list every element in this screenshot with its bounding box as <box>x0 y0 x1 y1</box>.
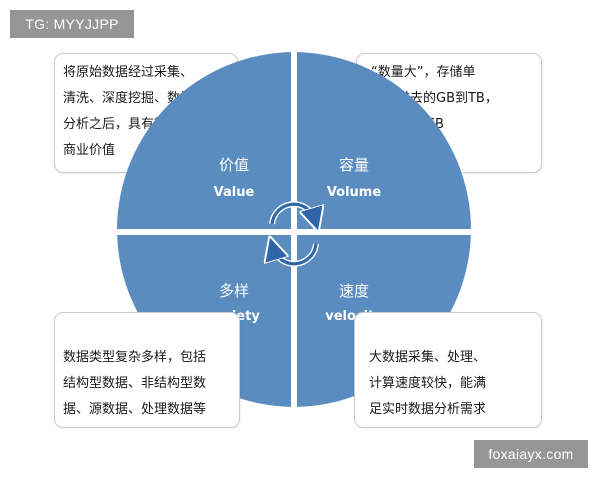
callout-velocity-line: 大数据采集、处理、 <box>369 350 487 365</box>
watermark-bottom-right: foxaiayx.com <box>474 440 588 468</box>
callout-velocity-line: 计算速度较快，能满 <box>369 376 487 391</box>
quadrant-variety-title: 多样 <box>219 282 249 300</box>
callout-velocity-line: 足实时数据分析需求 <box>369 402 487 417</box>
callout-variety: 数据类型复杂多样，包括 结构型数据、非结构型数 据、源数据、处理数据等 <box>54 312 240 428</box>
quadrant-volume-title: 容量 <box>339 156 369 174</box>
quadrant-value-subtitle: Value <box>214 185 255 200</box>
callout-variety-line: 据、源数据、处理数据等 <box>63 402 207 417</box>
quadrant-value: 价值 Value <box>117 52 294 229</box>
callout-value-line: 清洗、深度挖掘、数据 <box>63 91 194 106</box>
cycle-arrows-icon <box>272 201 316 267</box>
quadrant-volume: 容量 Volume <box>294 52 471 229</box>
quadrant-value-title: 价值 <box>219 156 249 174</box>
quadrant-velocity-title: 速度 <box>339 282 369 300</box>
callout-value-line: 将原始数据经过采集、 <box>63 65 194 80</box>
callout-value-line: 商业价值 <box>63 143 116 158</box>
callout-velocity: 大数据采集、处理、 计算速度较快，能满 足实时数据分析需求 <box>354 312 542 428</box>
callout-variety-line: 结构型数据、非结构型数 <box>63 376 207 391</box>
callout-variety-line: 数据类型复杂多样，包括 <box>63 350 207 365</box>
quadrant-volume-subtitle: Volume <box>327 185 382 200</box>
watermark-top-left: TG: MYYJJPP <box>10 10 134 38</box>
callout-volume-line: “数量大”，存储单 <box>371 65 476 80</box>
